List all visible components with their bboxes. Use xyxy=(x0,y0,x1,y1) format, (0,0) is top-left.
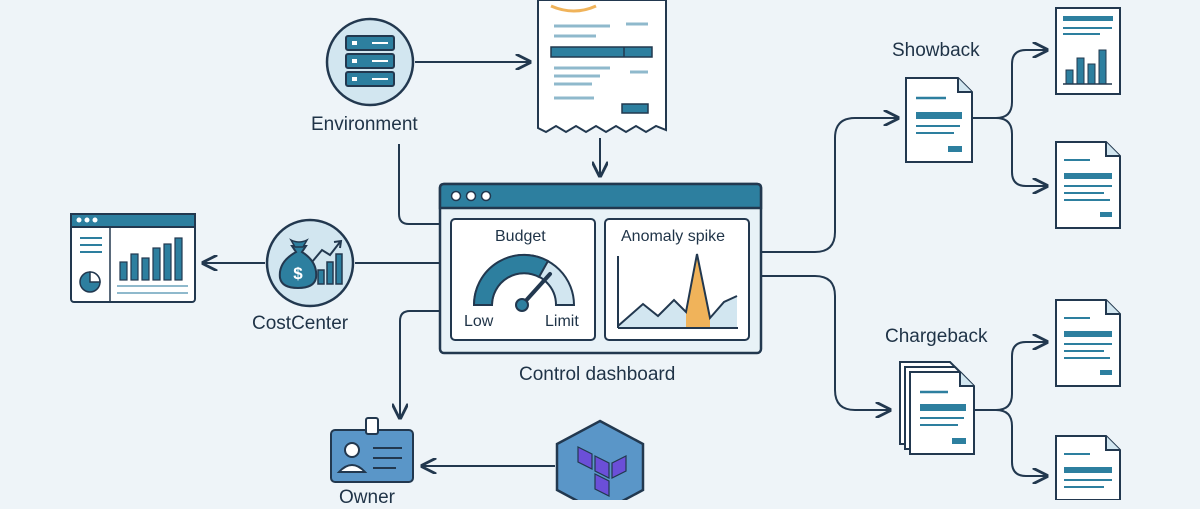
showback-label: Showback xyxy=(892,40,980,61)
budget-panel xyxy=(450,218,596,341)
bill-document xyxy=(537,0,667,134)
gauge-low-label: Low xyxy=(464,313,494,330)
anomaly-chart xyxy=(617,253,738,329)
arrow-dashboard-to-chargeback xyxy=(762,275,890,410)
chargeback-detail-document-2 xyxy=(1055,435,1121,500)
showback-document xyxy=(905,77,973,163)
costcenter-node: $ xyxy=(265,218,355,308)
owner-label: Owner xyxy=(339,487,395,508)
line-environment-to-dashboard xyxy=(398,144,440,225)
arrows-chargeback-split xyxy=(975,342,1047,411)
connectors xyxy=(203,50,1047,476)
terraform-icon xyxy=(555,419,645,500)
arrows-showback-split xyxy=(972,50,1047,119)
gauge-limit-label: Limit xyxy=(545,313,579,330)
control-dashboard-window xyxy=(438,182,763,355)
showback-chart-document xyxy=(1055,7,1121,95)
costcenter-label: CostCenter xyxy=(252,313,349,334)
logo-smile-icon xyxy=(550,4,597,13)
chargeback-label: Chargeback xyxy=(885,326,988,347)
control-dashboard-label: Control dashboard xyxy=(519,364,676,385)
arrow-dashboard-to-showback xyxy=(762,118,898,253)
chargeback-detail-document-1 xyxy=(1055,299,1121,387)
svg-text:$: $ xyxy=(293,264,303,283)
growth-bars-icon xyxy=(311,239,343,285)
money-bag-icon: $ xyxy=(278,238,318,290)
showback-detail-document xyxy=(1055,141,1121,229)
owner-badge-icon xyxy=(330,417,414,483)
chargeback-documents xyxy=(899,361,975,455)
cost-report-window xyxy=(70,213,196,303)
budget-title: Budget xyxy=(495,228,546,245)
budget-gauge xyxy=(472,253,576,312)
environment-label: Environment xyxy=(311,114,418,135)
server-icon xyxy=(345,35,395,87)
anomaly-title: Anomaly spike xyxy=(621,228,726,245)
arrow-dashboard-to-owner xyxy=(400,310,440,418)
environment-node xyxy=(325,17,415,107)
